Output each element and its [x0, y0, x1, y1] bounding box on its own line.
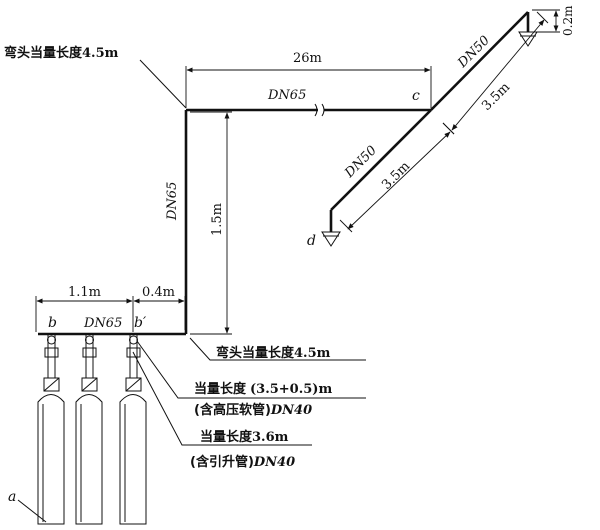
label-node-b-prime: b′	[134, 315, 147, 331]
label-length-1-1m: 1.1m	[68, 285, 101, 300]
label-riser-note: (含引升管)DN40	[190, 454, 295, 470]
label-dn65-vertical: DN65	[165, 182, 180, 221]
label-dn65-bottom: DN65	[83, 316, 122, 331]
dimension-1-5m	[190, 111, 232, 335]
label-length-0-4m: 0.4m	[142, 285, 175, 300]
label-hose-equivalent-length: 当量长度(3.5+0.5)m	[194, 381, 332, 397]
label-length-26m: 26m	[293, 51, 322, 66]
label-length-3-5m-lower: 3.5m	[379, 159, 413, 193]
pipe-diagonal-upper	[430, 11, 529, 111]
label-riser-equivalent-length: 当量长度3.6m	[200, 429, 289, 445]
nozzle-d-icon	[321, 231, 341, 247]
dimension-1-1m	[35, 296, 134, 332]
cylinder-3	[119, 334, 147, 525]
dimension-0-4m	[133, 296, 186, 330]
label-length-1-5m: 1.5m	[210, 203, 225, 236]
label-dn65-top: DN65	[267, 88, 306, 103]
label-node-a: a	[8, 489, 16, 505]
dimension-3-5m-lower	[339, 122, 455, 233]
label-length-3-5m-upper: 3.5m	[479, 80, 513, 114]
label-node-c: c	[412, 88, 420, 104]
pipe-break-symbol	[314, 103, 325, 117]
label-dn50-lower: DN50	[342, 143, 380, 181]
label-elbow-top: 弯头当量长度4.5m	[4, 45, 119, 61]
dimension-26m	[185, 66, 432, 108]
leader-lines	[17, 59, 366, 523]
label-node-d: d	[307, 233, 316, 249]
label-elbow-bottom: 弯头当量长度4.5m	[216, 345, 331, 361]
cylinder-2	[75, 334, 103, 525]
dimension-0-2m	[532, 9, 560, 33]
dimension-3-5m-upper	[442, 11, 549, 135]
pipe-diagonal-lower	[330, 109, 432, 211]
cylinder-1	[37, 334, 65, 525]
label-length-0-2m: 0.2m	[561, 5, 575, 36]
label-hose-note: (含高压软管)DN40	[194, 402, 312, 418]
label-node-b: b	[48, 315, 57, 331]
